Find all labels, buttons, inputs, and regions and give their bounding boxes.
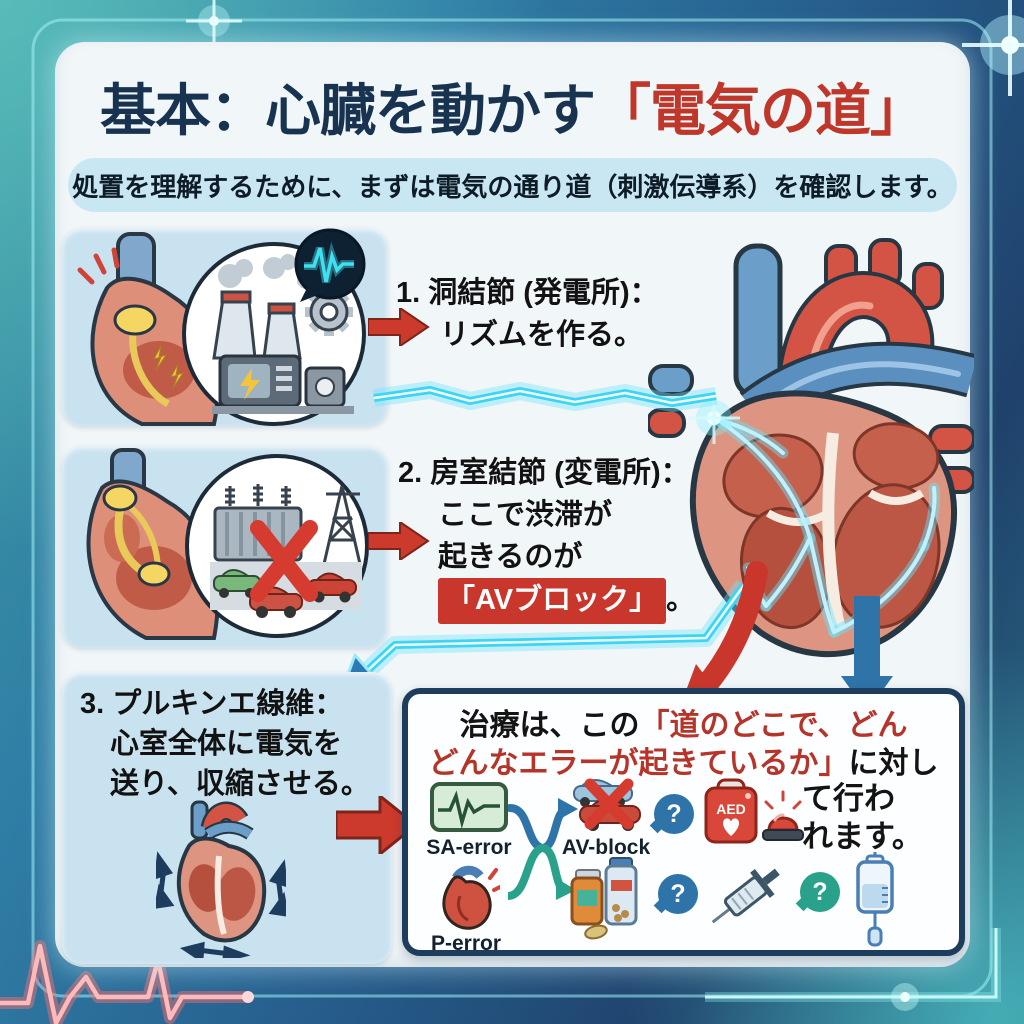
step2-line3: 起きるのが [438, 541, 583, 573]
panel-av-node [62, 446, 388, 648]
medication-icon [570, 857, 638, 940]
question-bubble-icon: ? [800, 872, 840, 912]
question-mark: ? [670, 879, 686, 908]
red-arrow-icon [368, 522, 430, 560]
av-block-label: AV-block [561, 836, 651, 859]
valve [867, 489, 925, 505]
sa-node [102, 484, 138, 512]
ecg-pulse-badge [294, 228, 366, 302]
treatment-cont-line2: れます。 [802, 819, 923, 854]
blocked-x-icon [584, 778, 634, 830]
bolt-icon [152, 345, 168, 371]
step3-line3: 送り、収縮させる。 [110, 768, 370, 800]
treatment-mid: に対し [848, 747, 939, 780]
sparkle-top-left [186, 0, 242, 42]
treatment-text-line2: どんなエラーが起きているか」に対し [408, 738, 959, 782]
sparkle-bottom-right [891, 983, 919, 1011]
question-bubble-icon: ? [658, 874, 698, 914]
step3-line2: 心室全体に電気を [110, 728, 343, 760]
emphasis-dashes [488, 868, 500, 892]
aed-text: AED [716, 801, 746, 817]
aed-icon: AED [704, 778, 758, 844]
septum [214, 855, 227, 935]
pulmonary-highlight [775, 361, 961, 399]
step1-line1: 1. 洞結節 (発電所)： [396, 277, 659, 309]
step2-line2: ここで渋滞が [438, 499, 613, 531]
sa-error-label: SA-error [426, 836, 512, 859]
treatment-red2: どんなエラーが起きているか」 [428, 747, 849, 780]
treatment-prefix: 治療は、この [459, 709, 640, 742]
treatment-cont-line1: て行わ [802, 781, 895, 816]
chamber [188, 864, 224, 912]
title-text-red: 「電気の道」 [595, 79, 926, 142]
circuit-frame [31, 18, 993, 998]
red-arrow-icon [368, 308, 430, 346]
question-mark: ? [812, 877, 828, 906]
sa-node [113, 304, 157, 336]
av-node [137, 561, 171, 587]
p-error-heart-icon [442, 865, 500, 930]
sa-node-illustration [77, 228, 366, 426]
bolt-icon [169, 363, 185, 389]
treatment-continuation: て行わ れます。 [802, 780, 932, 856]
iv-drip-icon [856, 852, 894, 947]
sparkle-top-right [962, 0, 1024, 96]
pulmonary [205, 822, 253, 838]
step1-line2: リズムを作る。 [440, 319, 644, 351]
step3-text: 3. プルキンエ線維： 心室全体に電気を 送り、収縮させる。 [80, 684, 370, 804]
vessel-stub [648, 408, 686, 438]
step1-text: 1. 洞結節 (発電所)： リズムを作る。 [396, 272, 659, 356]
circuit-trace [705, 928, 1001, 1002]
branch-arrows-icon [508, 798, 578, 900]
step3-line1: 3. プルキンエ線維： [80, 688, 344, 720]
emphasis-dashes [77, 247, 120, 285]
aorta-branch [912, 262, 944, 310]
subtitle-banner: 処置を理解するために、まずは電気の通り道（刺激伝導系）を確認します。 [68, 158, 957, 212]
step2-line1: 2. 房室結節 (変電所)： [398, 457, 690, 489]
contracting-heart-icon [156, 800, 286, 958]
pylon-icon [322, 485, 362, 565]
chamber [216, 867, 256, 921]
treatment-box: 治療は、この「道のどこで、どん どんなエラーが起きているか」に対し て行わ れま… [402, 688, 965, 956]
treatment-red1: 「道のどこで、どん [639, 709, 908, 742]
heart-illustration [648, 238, 974, 658]
av-block-icon [573, 778, 641, 831]
siren-icon [762, 790, 804, 841]
septum [822, 432, 846, 632]
red-arrow-icon [336, 796, 418, 854]
generator-icon [212, 354, 354, 414]
question-bubble-icon: ? [654, 794, 694, 834]
subtitle-text: 処置を理解するために、まずは電気の通り道（刺激伝導系）を確認します。 [72, 171, 953, 202]
valve [765, 509, 831, 526]
panel-sa-node [62, 228, 388, 426]
treatment-text-line1: 治療は、この「道のどこで、どん [408, 700, 959, 744]
question-mark: ? [666, 799, 682, 828]
factory-icon [212, 290, 302, 360]
motion-arrows [156, 851, 286, 958]
p-error-label: P-error [430, 932, 502, 955]
vessel-stub [648, 364, 694, 396]
page-title: 基本：心臓を動かす「電気の道」 [60, 66, 965, 147]
aorta [203, 804, 247, 831]
gear-icon [305, 288, 353, 336]
aed-heart [723, 818, 739, 836]
ecg-monitor-icon [430, 782, 508, 832]
ecg-waveform-decoration [0, 940, 254, 1024]
spark-flare [688, 392, 740, 444]
title-text-black: 基本：心臓を動かす [100, 79, 596, 142]
blocked-x-icon [250, 520, 318, 602]
av-block-highlight: 「AVブロック」 [438, 578, 667, 624]
av-node-illustration [86, 448, 369, 640]
heart-chamber [123, 341, 195, 399]
syringe-icon [711, 868, 780, 924]
